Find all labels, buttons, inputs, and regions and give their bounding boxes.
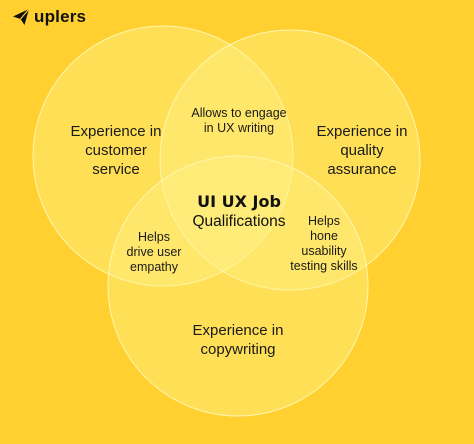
- circle-customer-service: [32, 25, 294, 287]
- label-quality-assurance: Experience in quality assurance: [316, 123, 408, 178]
- center-title-line1: UI UX Job: [197, 192, 281, 211]
- label-overlap-ux-writing: Allows to engage in UX writing: [191, 106, 287, 135]
- brand-logo: uplers: [12, 8, 86, 26]
- paper-plane-icon: [13, 8, 30, 25]
- label-copywriting: Experience in copywriting: [192, 322, 284, 358]
- label-customer-service: Experience in customer service: [70, 123, 162, 178]
- center-title-line2: Qualifications: [192, 213, 286, 230]
- circle-copywriting: [107, 155, 369, 417]
- center-title: UI UX Job Qualifications: [172, 192, 306, 232]
- brand-name: uplers: [34, 7, 87, 26]
- label-overlap-user-empathy: Helps drive user empathy: [126, 230, 182, 274]
- circle-quality-assurance: [159, 29, 421, 291]
- label-overlap-usability-testing: Helps hone usability testing skills: [290, 214, 358, 273]
